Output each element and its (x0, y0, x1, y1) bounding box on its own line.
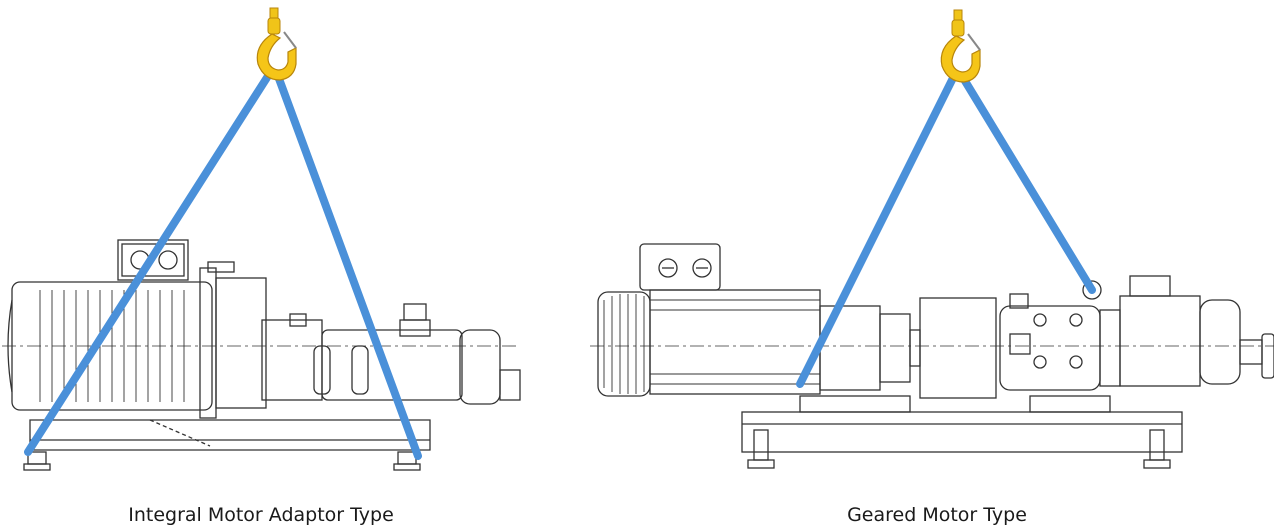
left-sling (24, 72, 422, 460)
caption-geared-motor: Geared Motor Type (847, 504, 1027, 526)
left-sling-leg-rear (274, 72, 422, 460)
crane-hook-icon (256, 7, 297, 81)
right-sling-leg-rear (958, 72, 1096, 294)
left-sling-leg-front (24, 72, 272, 456)
caption-integral-motor-adaptor: Integral Motor Adaptor Type (128, 504, 394, 526)
geared-motor-pump-drawing (590, 243, 1274, 469)
crane-hook-icon (940, 9, 981, 83)
right-sling (796, 72, 1096, 388)
right-sling-leg-front (796, 72, 958, 388)
integral-motor-pump-drawing (2, 239, 521, 471)
